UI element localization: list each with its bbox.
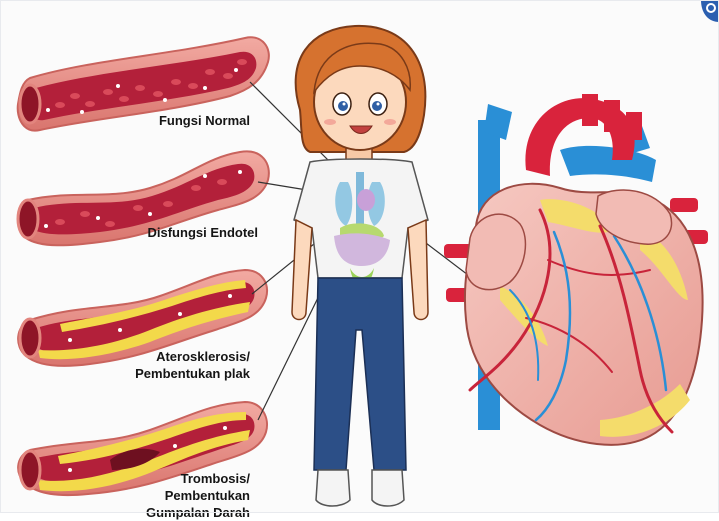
label-atherosclerosis: Aterosklerosis/ Pembentukan plak xyxy=(110,348,250,382)
label-thrombosis-line2: Pembentukan xyxy=(110,487,250,504)
girl-illustration xyxy=(292,26,428,506)
label-atherosclerosis-line2: Pembentukan plak xyxy=(110,365,250,382)
label-atherosclerosis-line1: Aterosklerosis/ xyxy=(110,348,250,365)
label-normal-function: Fungsi Normal xyxy=(140,112,250,129)
heart-illustration xyxy=(444,94,708,445)
label-endothelial-dysfunction: Disfungsi Endotel xyxy=(130,224,258,241)
label-thrombosis: Trombosis/ Pembentukan Gumpalan Darah xyxy=(110,470,250,521)
label-thrombosis-line1: Trombosis/ xyxy=(110,470,250,487)
corner-logo-icon xyxy=(675,0,719,24)
